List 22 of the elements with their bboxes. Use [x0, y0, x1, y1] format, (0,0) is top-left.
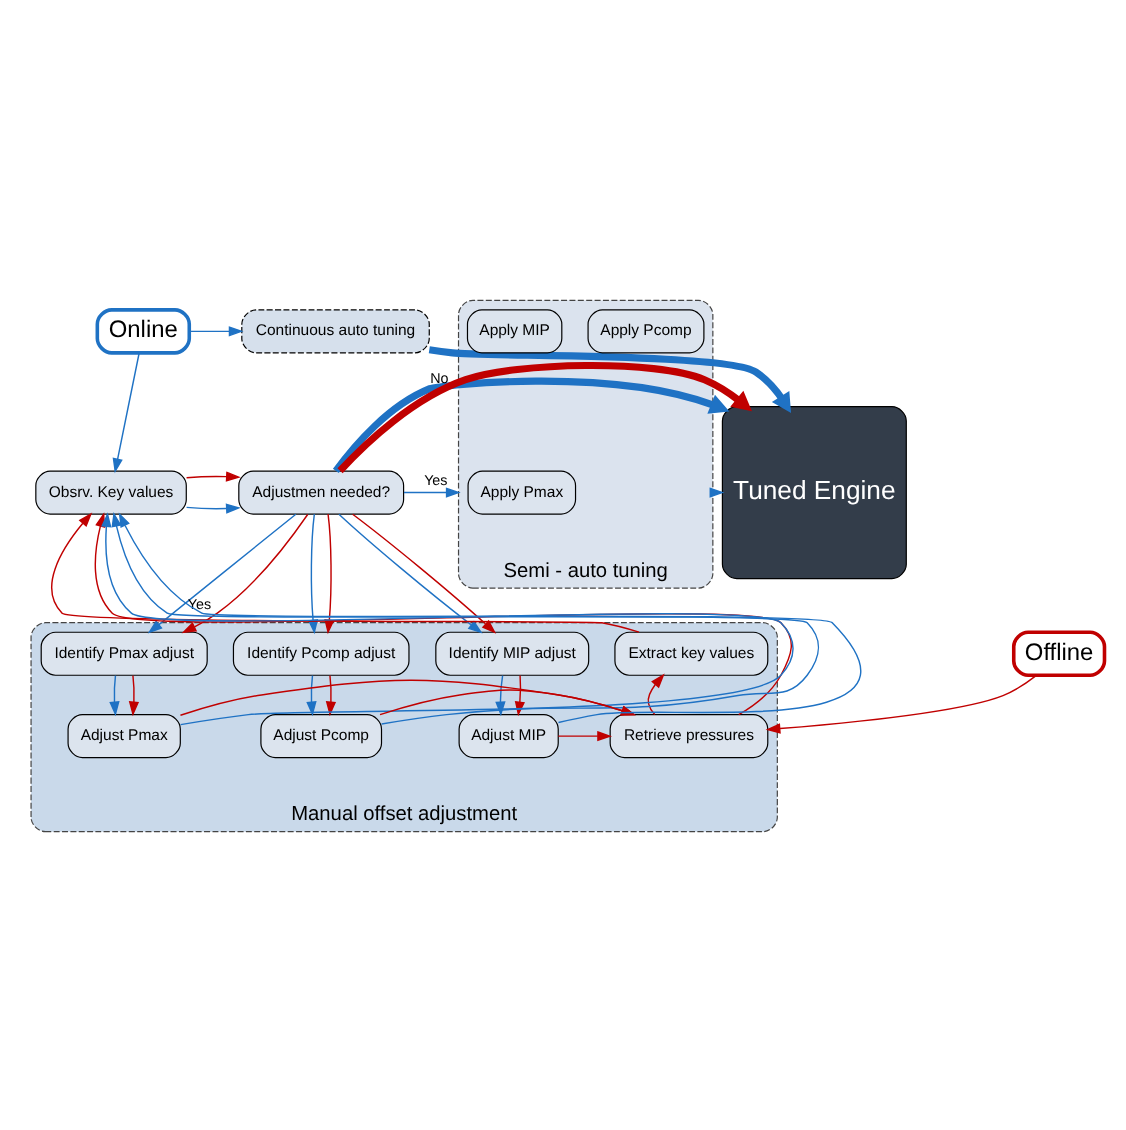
arrow [337, 360, 752, 473]
arrow [647, 672, 665, 715]
arrow [557, 729, 613, 741]
node-box: Offline [1011, 629, 1107, 677]
arrow [765, 673, 1037, 733]
arrow [428, 345, 792, 413]
arrow [403, 486, 461, 497]
arrow [325, 673, 337, 716]
arrow [332, 376, 730, 472]
arrow [306, 673, 317, 716]
arrow [351, 512, 497, 633]
arrow [109, 673, 120, 716]
node-box: Online [95, 307, 192, 354]
arrow [185, 502, 241, 513]
arrow [181, 512, 309, 633]
arrow [128, 673, 140, 716]
arrow [338, 512, 483, 633]
node-box: Tuned Engine [721, 405, 907, 579]
arrow [147, 512, 297, 633]
arrow [185, 470, 241, 481]
arrow [188, 325, 244, 336]
arrow [112, 351, 140, 473]
